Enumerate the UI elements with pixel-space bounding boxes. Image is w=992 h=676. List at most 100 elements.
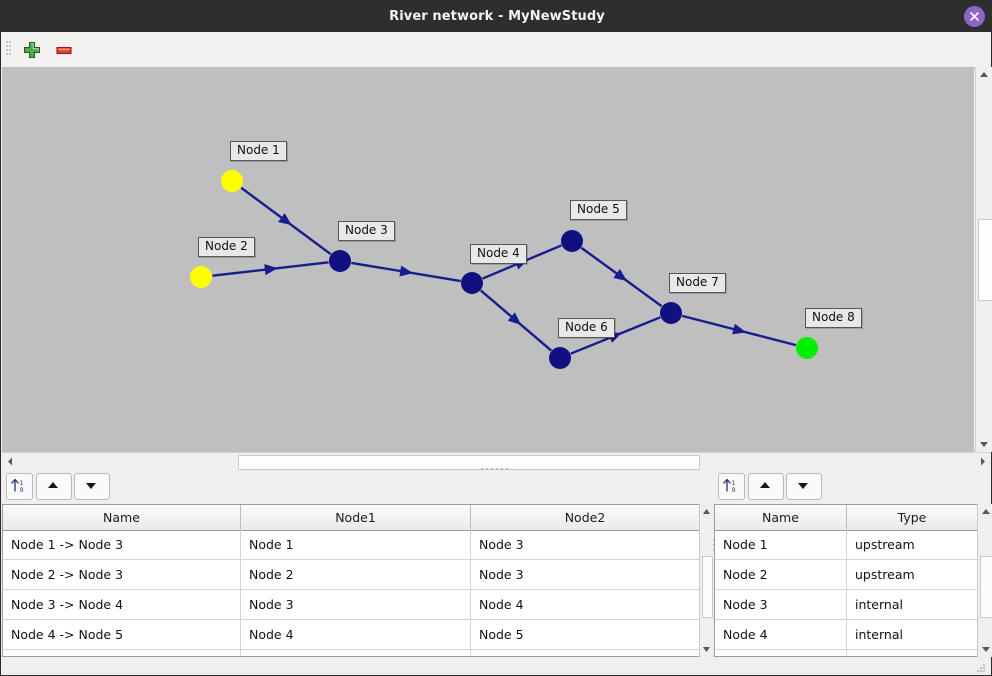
graph-toolbar <box>2 32 991 68</box>
graph-node[interactable] <box>329 250 351 272</box>
svg-text:1: 1 <box>20 479 24 487</box>
graph-node-label[interactable]: Node 6 <box>558 318 615 338</box>
close-icon[interactable] <box>964 6 985 27</box>
sort-icon[interactable]: 1 9 <box>718 473 745 500</box>
graph-edge-arrow <box>399 265 414 277</box>
table-cell-node2[interactable]: Node 3 <box>479 567 524 582</box>
graph-node[interactable] <box>190 266 212 288</box>
graph-node-label[interactable]: Node 8 <box>805 308 862 328</box>
graph-node-label[interactable]: Node 3 <box>338 221 395 241</box>
table-cell-type[interactable]: upstream <box>855 567 915 582</box>
scroll-up-icon[interactable] <box>976 67 992 83</box>
window-title: River network - MyNewStudy <box>389 9 605 24</box>
table-cell-name[interactable]: Node 3 <box>715 590 847 620</box>
graph-edge-arrow <box>507 312 522 325</box>
table-row[interactable]: Node 1 upstream <box>715 530 977 560</box>
node-table-header: Name Type <box>715 505 977 531</box>
move-up-icon[interactable] <box>36 473 72 500</box>
resize-grip[interactable] <box>977 664 987 672</box>
splitter-handle[interactable] <box>481 467 513 472</box>
table-cell-name[interactable]: Node 1 -> Node 3 <box>3 530 241 560</box>
graph-node-label[interactable]: Node 1 <box>230 141 287 161</box>
reach-scroll-up-icon[interactable] <box>700 504 716 519</box>
table-cell-name[interactable]: Node 3 -> Node 4 <box>3 590 241 620</box>
move-down-icon[interactable] <box>74 473 110 500</box>
table-cell-name[interactable]: Node 2 <box>715 560 847 590</box>
table-row[interactable]: Node 4 internal <box>715 620 977 650</box>
graph-node-label[interactable]: Node 2 <box>198 237 255 257</box>
graph-edge-arrow <box>613 269 628 282</box>
svg-text:9: 9 <box>20 486 24 494</box>
column-header-node1[interactable]: Node1 <box>241 505 471 530</box>
table-row[interactable]: Node 3 internal <box>715 590 977 620</box>
table-cell-name[interactable]: Node 1 <box>715 530 847 560</box>
table-cell-node1[interactable]: Node 3 <box>241 590 471 620</box>
graph-vertical-scrollbar[interactable] <box>975 67 992 452</box>
svg-text:1: 1 <box>732 479 736 487</box>
delete-node-icon[interactable] <box>54 40 76 60</box>
table-row[interactable] <box>715 650 977 656</box>
move-down-icon[interactable] <box>786 473 822 500</box>
river-network-graph[interactable]: Node 1 Node 2 Node 3 Node 4 Node 5 Node 6 Node… <box>2 67 974 452</box>
table-cell-node2[interactable]: Node 5 <box>479 627 524 642</box>
graph-hscroll-thumb[interactable] <box>238 455 700 470</box>
table-cell-name[interactable]: Node 4 -> Node 5 <box>3 620 241 650</box>
graph-vscroll-thumb[interactable] <box>978 219 992 301</box>
scroll-right-icon[interactable] <box>975 453 991 470</box>
graph-node[interactable] <box>549 347 571 369</box>
table-cell-empty[interactable] <box>847 650 977 656</box>
table-cell-node2[interactable]: Node 3 <box>479 537 524 552</box>
table-cell-empty[interactable] <box>471 650 699 656</box>
table-row[interactable] <box>3 650 710 656</box>
scroll-left-icon[interactable] <box>2 453 18 470</box>
scroll-down-icon[interactable] <box>976 436 992 452</box>
table-cell-node2[interactable]: Node 4 <box>479 597 524 612</box>
column-header-type[interactable]: Type <box>897 510 927 525</box>
table-cell-empty[interactable] <box>3 650 241 656</box>
title-bar: River network - MyNewStudy <box>1 1 992 32</box>
add-node-icon[interactable] <box>22 40 44 60</box>
graph-node[interactable] <box>461 272 483 294</box>
reach-table-vertical-scrollbar[interactable] <box>699 504 713 657</box>
node-table-vertical-scrollbar[interactable] <box>977 504 992 657</box>
graph-node[interactable] <box>796 337 818 359</box>
sort-icon[interactable]: 1 9 <box>6 473 33 500</box>
node-scroll-up-icon[interactable] <box>978 504 992 519</box>
column-header-node2[interactable]: Node2 <box>564 510 606 525</box>
graph-horizontal-scrollbar[interactable] <box>2 452 991 470</box>
table-cell-type[interactable]: internal <box>855 597 903 612</box>
table-cell-node1[interactable]: Node 1 <box>241 530 471 560</box>
table-cell-empty[interactable] <box>715 650 847 656</box>
table-row[interactable]: Node 2 upstream <box>715 560 977 590</box>
table-cell-name[interactable]: Node 4 <box>715 620 847 650</box>
graph-node-label[interactable]: Node 7 <box>669 273 726 293</box>
reach-vscroll-thumb[interactable] <box>702 556 713 618</box>
svg-text:9: 9 <box>732 486 736 494</box>
reach-table-header: Name Node1 Node2 <box>3 505 710 531</box>
table-cell-node1[interactable]: Node 2 <box>241 560 471 590</box>
node-vscroll-thumb[interactable] <box>980 556 992 618</box>
move-up-icon[interactable] <box>748 473 784 500</box>
table-cell-type[interactable]: internal <box>855 627 903 642</box>
table-cell-type[interactable]: upstream <box>855 537 915 552</box>
graph-node[interactable] <box>221 170 243 192</box>
graph-node-label[interactable]: Node 5 <box>570 200 627 220</box>
graph-node[interactable] <box>561 230 583 252</box>
table-cell-empty[interactable] <box>241 650 471 656</box>
node-scroll-down-icon[interactable] <box>978 642 992 657</box>
table-cell-name[interactable]: Node 2 -> Node 3 <box>3 560 241 590</box>
graph-node[interactable] <box>660 302 682 324</box>
table-cell-node1[interactable]: Node 4 <box>241 620 471 650</box>
column-header-name[interactable]: Name <box>715 505 847 530</box>
column-header-name[interactable]: Name <box>3 505 241 530</box>
graph-node-label[interactable]: Node 4 <box>470 244 527 264</box>
reach-scroll-down-icon[interactable] <box>700 642 716 657</box>
